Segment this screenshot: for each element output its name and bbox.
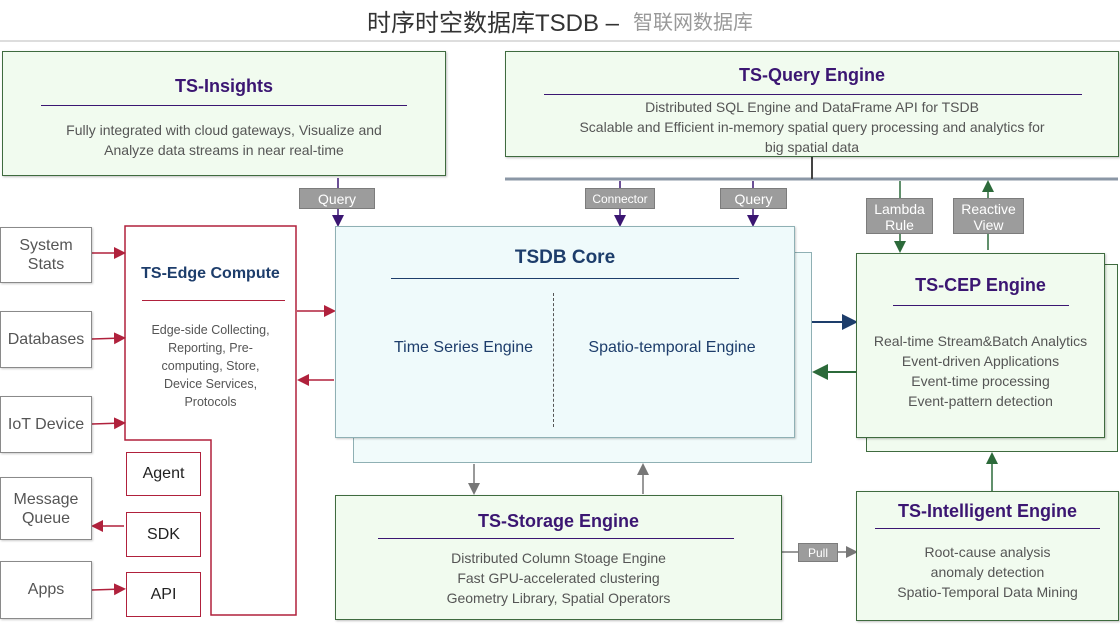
- ts-insights-title: TS-Insights: [175, 76, 273, 96]
- ts-edge-compute-title: TS-Edge Compute: [141, 265, 280, 282]
- page-header: 时序时空数据库TSDB – 智联网数据库: [0, 0, 1120, 41]
- ts-intelligent-engine-line: Spatio-Temporal Data Mining: [897, 584, 1078, 600]
- ts-edge-compute-line: computing, Store,: [161, 359, 260, 373]
- ts-edge-compute-divider: [142, 300, 285, 301]
- ts-query-engine-box: TS-Query Engine Distributed SQL Engine a…: [505, 51, 1119, 157]
- ts-query-engine-line: big spatial data: [764, 139, 860, 155]
- ts-edge-compute-line: Device Services,: [163, 377, 258, 391]
- time-series-engine-label: Time Series Engine: [393, 339, 534, 356]
- lambda-rule-line: Lambda: [874, 201, 925, 217]
- ts-insights-line: Analyze data streams in near real-time: [104, 142, 344, 158]
- ts-insights-divider: [41, 105, 407, 106]
- ts-cep-engine-line: Event-driven Applications: [901, 353, 1060, 369]
- ts-edge-compute-line: Reporting, Pre-: [168, 341, 253, 355]
- pull-tag: Pull: [798, 543, 838, 562]
- tsdb-core-split: [553, 293, 554, 427]
- ts-edge-compute-description: Edge-side Collecting, Reporting, Pre- co…: [126, 321, 295, 411]
- ts-storage-engine-title: TS-Storage Engine: [477, 511, 639, 531]
- api-box: API: [126, 572, 201, 617]
- ts-query-engine-divider: [544, 94, 1082, 95]
- ts-cep-engine-description: Real-time Stream&Batch Analytics Event-d…: [857, 331, 1104, 411]
- source-message-queue-line: Message: [13, 490, 79, 508]
- ts-intelligent-engine-box: TS-Intelligent Engine Root-cause analysi…: [856, 491, 1119, 621]
- source-system-stats-line: System: [19, 237, 73, 254]
- query-tag-left: Query: [299, 188, 375, 209]
- ts-query-engine-title: TS-Query Engine: [738, 65, 886, 85]
- ts-query-engine-line: Distributed SQL Engine and DataFrame API…: [645, 99, 979, 115]
- source-apps: Apps: [0, 561, 92, 619]
- ts-storage-engine-description: Distributed Column Stoage Engine Fast GP…: [336, 548, 781, 608]
- reactive-view-line: View: [973, 217, 1004, 233]
- sdk-box: SDK: [126, 512, 201, 557]
- spatio-temporal-engine-label: Spatio-temporal Engine: [588, 339, 756, 356]
- source-message-queue-line: Queue: [21, 509, 71, 527]
- ts-intelligent-engine-divider: [875, 528, 1100, 529]
- reactive-view-line: Reactive: [961, 201, 1016, 217]
- ts-cep-engine-title: TS-CEP Engine: [915, 275, 1046, 295]
- ts-storage-engine-line: Fast GPU-accelerated clustering: [457, 570, 660, 586]
- ts-storage-engine-box: TS-Storage Engine Distributed Column Sto…: [335, 495, 782, 620]
- ts-intelligent-engine-description: Root-cause analysis anomaly detection Sp…: [857, 542, 1118, 602]
- tsdb-core-title: TSDB Core: [514, 247, 616, 268]
- ts-cep-engine-line: Event-time processing: [911, 373, 1050, 389]
- ts-cep-engine-line: Event-pattern detection: [908, 393, 1053, 409]
- ts-cep-engine-divider: [893, 305, 1069, 306]
- lambda-rule-tag: Lambda Rule: [866, 198, 933, 234]
- source-system-stats: System Stats: [0, 227, 92, 283]
- page-subtitle: 智联网数据库: [633, 12, 754, 34]
- ts-insights-description: Fully integrated with cloud gateways, Vi…: [3, 120, 445, 160]
- connector-tag: Connector: [585, 188, 655, 209]
- source-databases: Databases: [0, 311, 92, 368]
- ts-edge-compute-line: Edge-side Collecting,: [151, 323, 270, 337]
- edge-compute-outline: [124, 225, 297, 616]
- ts-cep-engine-box: TS-CEP Engine Real-time Stream&Batch Ana…: [856, 253, 1105, 438]
- lambda-rule-line: Rule: [885, 217, 914, 233]
- agent-box: Agent: [126, 452, 201, 496]
- query-tag-right: Query: [720, 188, 787, 209]
- ts-edge-compute-line: Protocols: [184, 395, 237, 409]
- source-system-stats-line: Stats: [27, 256, 65, 273]
- ts-query-engine-description: Distributed SQL Engine and DataFrame API…: [506, 97, 1118, 157]
- ts-edge-compute-box: TS-Edge Compute Edge-side Collecting, Re…: [126, 227, 295, 439]
- ts-intelligent-engine-title: TS-Intelligent Engine: [898, 501, 1077, 521]
- ts-storage-engine-line: Geometry Library, Spatial Operators: [446, 590, 671, 606]
- ts-storage-engine-line: Distributed Column Stoage Engine: [451, 550, 666, 566]
- tsdb-core-divider: [391, 278, 739, 279]
- reactive-view-tag: Reactive View: [953, 198, 1024, 234]
- ts-cep-engine-line: Real-time Stream&Batch Analytics: [873, 333, 1088, 349]
- source-iot-device: IoT Device: [0, 396, 92, 453]
- ts-query-engine-line: Scalable and Efficient in-memory spatial…: [579, 119, 1045, 135]
- ts-insights-box: TS-Insights Fully integrated with cloud …: [2, 51, 446, 176]
- ts-insights-line: Fully integrated with cloud gateways, Vi…: [66, 122, 382, 138]
- ts-intelligent-engine-line: anomaly detection: [930, 564, 1045, 580]
- tsdb-core-box: TSDB Core Time Series Engine Spatio-temp…: [335, 226, 795, 438]
- ts-storage-engine-divider: [378, 538, 734, 539]
- page-title: 时序时空数据库TSDB –: [366, 10, 620, 37]
- source-message-queue: Message Queue: [0, 477, 92, 540]
- ts-intelligent-engine-line: Root-cause analysis: [924, 544, 1051, 560]
